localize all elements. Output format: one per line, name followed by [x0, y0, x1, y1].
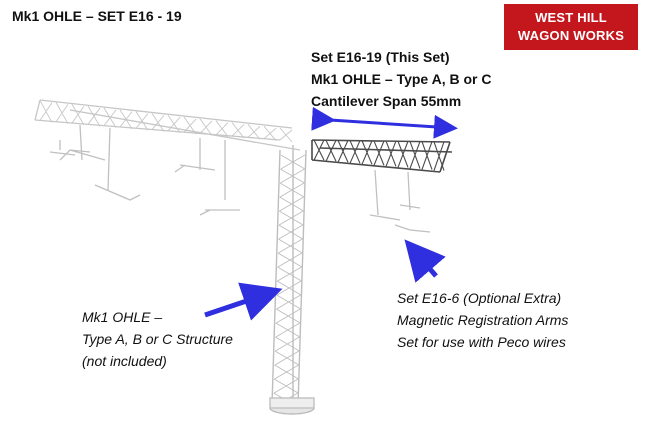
structure-callout: Mk1 OHLE – Type A, B or C Structure (not… [82, 306, 233, 372]
optional-line-2: Magnetic Registration Arms [397, 312, 569, 328]
this-set-line-3: Cantilever Span 55mm [311, 93, 462, 109]
this-set-callout: Set E16-19 (This Set) Mk1 OHLE – Type A,… [311, 46, 491, 112]
optional-line-3: Set for use with Peco wires [397, 334, 566, 350]
structure-line-3: (not included) [82, 353, 167, 369]
cantilever-span [311, 139, 453, 173]
this-set-line-1: Set E16-19 (This Set) [311, 49, 450, 65]
page-title: Mk1 OHLE – SET E16 - 19 [12, 8, 182, 24]
structure-line-2: Type A, B or C Structure [82, 331, 233, 347]
brand-logo: WEST HILL WAGON WORKS [504, 4, 638, 50]
mast [269, 145, 315, 415]
optional-extra-callout: Set E16-6 (Optional Extra) Magnetic Regi… [397, 287, 568, 353]
registration-arrow [404, 239, 446, 283]
structure-line-1: Mk1 OHLE – [82, 309, 163, 325]
this-set-line-2: Mk1 OHLE – Type A, B or C [311, 71, 492, 87]
span-arrow [311, 106, 458, 139]
main-boom [34, 99, 301, 151]
optional-line-1: Set E16-6 (Optional Extra) [397, 290, 562, 306]
brand-line-1: WEST HILL [535, 10, 607, 25]
structure-arrow [204, 282, 283, 321]
droppers [49, 124, 431, 233]
brand-line-2: WAGON WORKS [517, 28, 625, 43]
